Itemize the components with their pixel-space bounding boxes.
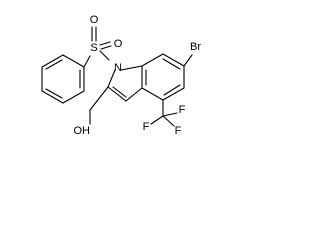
double-bond-inner [45,59,63,70]
bond [89,86,109,111]
double-bond-inner [162,58,181,70]
hydroxymethyl-substituent: OH [74,86,109,137]
double-bond-inner [163,84,181,96]
fluorine-label: F [175,125,182,137]
fluorine-label: F [143,121,150,133]
double-bond [107,86,127,102]
chemical-structure: S O O N Br OH F F F [41,14,201,137]
hydroxyl-label: OH [74,125,91,137]
bond [62,90,85,104]
oxygen-label: O [90,14,99,26]
bond [141,53,164,67]
bromo-substituent: Br [183,41,201,67]
bond [99,50,110,61]
sulfonyl-group: S O O [83,14,123,68]
bond [41,54,64,68]
double-bond [100,45,112,50]
bond [162,115,175,127]
nitrogen-label: N [114,62,122,74]
bond [150,115,164,125]
double-bond-inner [112,86,127,98]
bond [183,54,193,67]
indole-core: N [107,53,185,102]
bond [141,87,164,101]
double-bond-inner [45,88,63,99]
phenyl-ring [41,54,85,104]
sulfur-label: S [90,42,97,54]
bond [83,55,91,68]
bromine-label: Br [190,41,201,53]
bond [120,65,143,71]
bond [162,112,178,117]
bond [162,53,185,67]
double-bond [99,41,111,46]
trifluoromethyl-substituent: F F F [143,99,186,137]
bond [162,87,185,101]
oxygen-label: O [114,38,123,50]
bond [41,90,64,104]
bond [107,69,116,88]
fluorine-label: F [179,104,186,116]
bond [62,54,85,68]
bond [125,87,143,102]
